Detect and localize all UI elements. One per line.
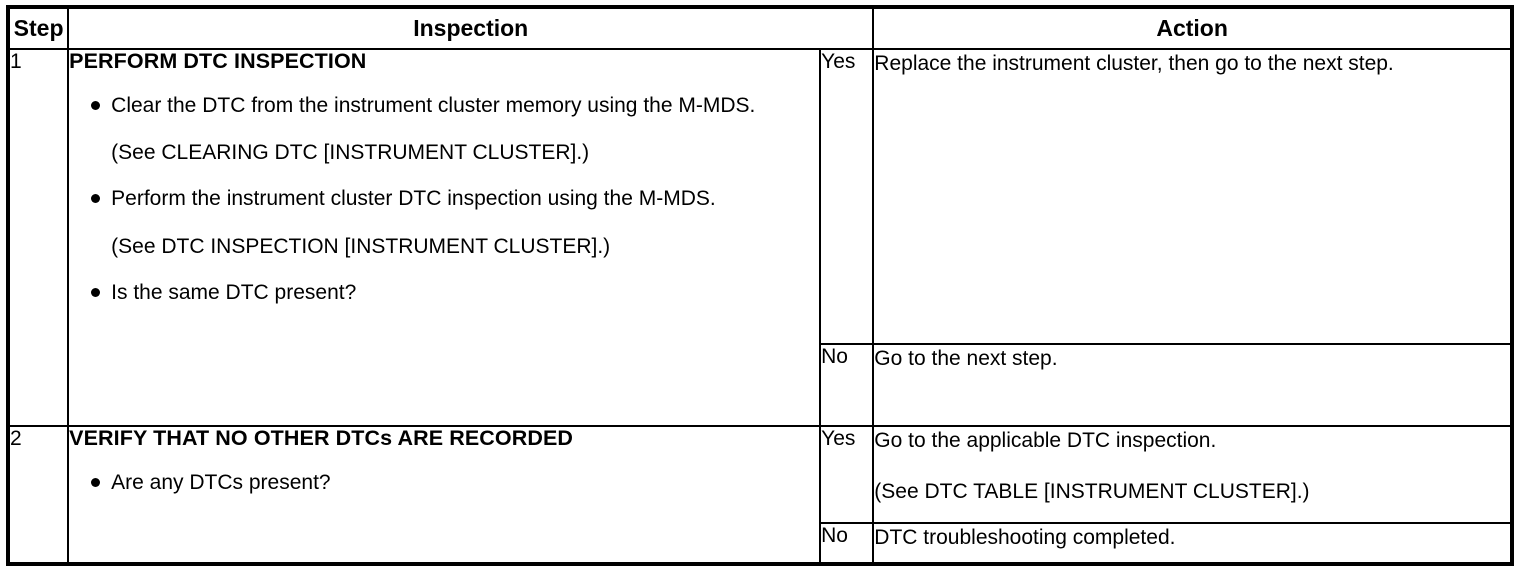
- step-number: 1: [6, 48, 70, 427]
- table-row: 2 VERIFY THAT NO OTHER DTCs ARE RECORDED…: [6, 425, 1513, 565]
- reference-note-text: (See DTC INSPECTION [INSTRUMENT CLUSTER]…: [111, 234, 611, 258]
- inspection-item-list: Are any DTCs present?: [69, 469, 819, 497]
- result-label-no: No: [819, 343, 875, 427]
- bullet-icon: [91, 100, 101, 110]
- reference-note: (See DTC INSPECTION [INSTRUMENT CLUSTER]…: [69, 233, 819, 261]
- inspection-title: VERIFY THAT NO OTHER DTCs ARE RECORDED: [69, 426, 574, 450]
- reference-note: (See CLEARING DTC [INSTRUMENT CLUSTER].): [69, 139, 819, 167]
- bullet-icon: [91, 287, 101, 297]
- list-item: Are any DTCs present?: [69, 469, 819, 497]
- inspection-cell: VERIFY THAT NO OTHER DTCs ARE RECORDED A…: [67, 425, 822, 565]
- column-header-inspection: Inspection: [67, 6, 875, 50]
- table-body: 1 PERFORM DTC INSPECTION Clear the DTC f…: [6, 48, 1513, 565]
- action-text: Go to the applicable DTC inspection.: [874, 429, 1217, 452]
- list-item: Is the same DTC present?: [69, 279, 819, 307]
- table-row: 1 PERFORM DTC INSPECTION Clear the DTC f…: [6, 48, 1513, 427]
- list-item: Perform the instrument cluster DTC inspe…: [69, 185, 819, 213]
- result-label-yes: Yes: [819, 48, 875, 345]
- action-text: Go to the next step.: [874, 347, 1058, 370]
- reference-note-text: (See CLEARING DTC [INSTRUMENT CLUSTER].): [111, 141, 590, 165]
- column-header-step: Step: [6, 6, 70, 50]
- step-number: 2: [6, 425, 70, 565]
- action-cell-yes: Replace the instrument cluster, then go …: [872, 48, 1513, 345]
- inspection-item-list-2: Perform the instrument cluster DTC inspe…: [69, 185, 819, 213]
- inspection-item-list: Clear the DTC from the instrument cluste…: [69, 92, 819, 120]
- inspection-title: PERFORM DTC INSPECTION: [69, 49, 367, 73]
- list-item-text: Are any DTCs present?: [111, 470, 331, 494]
- list-item-text: Is the same DTC present?: [111, 280, 357, 304]
- list-item-text: Perform the instrument cluster DTC inspe…: [111, 187, 716, 211]
- action-text: Replace the instrument cluster, then go …: [874, 52, 1394, 75]
- inspection-cell: PERFORM DTC INSPECTION Clear the DTC fro…: [67, 48, 822, 427]
- action-text: DTC troubleshooting completed.: [874, 526, 1176, 549]
- result-label-no: No: [819, 522, 875, 565]
- inspection-item-list-3: Is the same DTC present?: [69, 279, 819, 307]
- bullet-icon: [91, 194, 101, 204]
- table-row-continued: No DTC troubleshooting completed.: [8, 522, 1513, 565]
- dtc-troubleshooting-table: Step Inspection Action 1 PERFORM DTC INS…: [6, 5, 1514, 566]
- table-row-continued: No Go to the next step.: [8, 343, 1513, 427]
- list-item-text: Clear the DTC from the instrument cluste…: [111, 93, 756, 117]
- action-cell-no: Go to the next step.: [872, 343, 1513, 427]
- action-cell-no: DTC troubleshooting completed.: [872, 522, 1513, 565]
- action-reference-text: (See DTC TABLE [INSTRUMENT CLUSTER].): [874, 479, 1310, 503]
- list-item: Clear the DTC from the instrument cluste…: [69, 92, 819, 120]
- column-header-action: Action: [872, 6, 1513, 50]
- action-cell-yes: Go to the applicable DTC inspection. (Se…: [872, 425, 1513, 524]
- bullet-icon: [91, 477, 101, 487]
- result-label-yes: Yes: [819, 425, 875, 524]
- table-header: Step Inspection Action: [6, 6, 1513, 50]
- header-row: Step Inspection Action: [6, 6, 1513, 50]
